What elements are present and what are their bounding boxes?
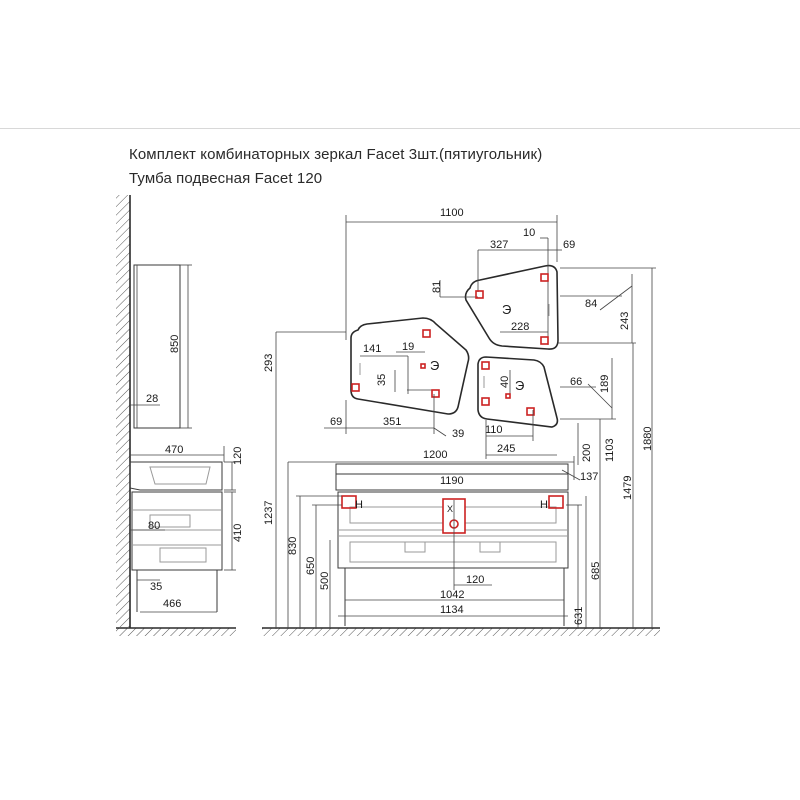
socket-symbol-left: Э (430, 358, 439, 373)
dim-mirror-66: 66 (570, 376, 582, 388)
dim-mirror-69-top: 69 (563, 239, 575, 251)
dim-side-466: 466 (163, 598, 181, 610)
side-view: 850 28 470 120 410 80 35 466 (116, 195, 244, 636)
cold-water-label: Х (447, 504, 453, 514)
dim-mirror-327: 327 (490, 239, 508, 251)
side-wall-hatch (116, 195, 130, 627)
dim-cab-650: 650 (305, 557, 317, 575)
dim-mirror-84: 84 (585, 298, 597, 310)
water-point-hot (341, 495, 357, 509)
title-cabinet: Тумба подвесная Facet 120 (129, 170, 323, 187)
cold-water-label-right: Н (540, 499, 548, 511)
mount-point-bottom-1 (481, 361, 490, 370)
dim-mirror-110: 110 (485, 424, 503, 436)
mount-point-top-3 (540, 336, 549, 345)
dim-side-35: 35 (150, 581, 162, 593)
dim-mirror-189: 189 (599, 375, 611, 393)
side-cabinet (131, 491, 223, 571)
dim-mirror-293: 293 (263, 354, 275, 372)
dim-cab-137: 137 (580, 471, 598, 483)
top-divider (0, 128, 800, 129)
dim-side-80: 80 (148, 520, 160, 532)
dim-side-120: 120 (232, 447, 244, 465)
dim-cab-1134: 1134 (440, 604, 464, 616)
dim-mirror-1880: 1880 (642, 427, 654, 451)
dim-mirror-19: 19 (402, 341, 414, 353)
dim-mirror-10: 10 (523, 227, 535, 239)
mount-point-left-2 (422, 329, 431, 338)
basin-top (335, 463, 569, 475)
socket-symbol-top: Э (502, 302, 511, 317)
basin-front (335, 473, 569, 491)
dim-mirror-243: 243 (619, 312, 631, 330)
dim-mirror-39: 39 (452, 428, 464, 440)
side-floor-hatch (116, 628, 236, 636)
mount-point-bottom-2 (481, 397, 490, 406)
dim-side-410: 410 (232, 524, 244, 542)
title-mirror-set: Комплект комбинаторных зеркал Facet 3шт.… (129, 146, 543, 163)
dim-mirror-1103: 1103 (604, 438, 616, 462)
dim-mirror-81: 81 (431, 281, 443, 293)
dim-mirror-245: 245 (497, 443, 515, 455)
mount-point-top-1 (475, 290, 484, 299)
mirror-bottom (477, 356, 559, 428)
mount-point-bottom-3 (526, 407, 535, 416)
dim-cab-120: 120 (466, 574, 484, 586)
front-floor-hatch (262, 628, 660, 636)
dim-mirror-351: 351 (383, 416, 401, 428)
side-mirror-body (133, 264, 181, 429)
front-view: 1100 327 10 69 81 84 228 243 Э (262, 207, 660, 636)
dim-mirror-35: 35 (376, 374, 388, 386)
dim-mirror-1479: 1479 (622, 476, 634, 500)
dim-cab-830: 830 (287, 537, 299, 555)
dim-mirror-141: 141 (363, 343, 381, 355)
dim-mirror-1100: 1100 (440, 207, 464, 219)
dim-cab-1200: 1200 (423, 449, 447, 461)
dim-cab-1042: 1042 (440, 589, 464, 601)
dim-mirror-40: 40 (499, 376, 511, 388)
mount-point-left-1 (351, 383, 360, 392)
dim-cab-1237: 1237 (263, 501, 275, 525)
dim-side-28: 28 (146, 393, 158, 405)
dim-cab-631: 631 (573, 607, 585, 625)
dim-side-470: 470 (165, 444, 183, 456)
hot-water-label: Н (355, 499, 363, 511)
dim-mirror-200: 200 (581, 444, 593, 462)
dim-mirror-69-left: 69 (330, 416, 342, 428)
mount-point-top-2 (540, 273, 549, 282)
mirror-left (350, 317, 470, 415)
dim-mirror-228: 228 (511, 321, 529, 333)
side-basin (129, 461, 223, 491)
mount-point-left-3 (431, 389, 440, 398)
dim-cab-500: 500 (319, 572, 331, 590)
socket-symbol-bottom: Э (515, 378, 524, 393)
mirror-top (464, 264, 559, 350)
dim-cab-1190: 1190 (440, 475, 464, 487)
water-point-cold (548, 495, 564, 509)
dim-side-850: 850 (169, 335, 181, 353)
dim-cab-685: 685 (590, 562, 602, 580)
